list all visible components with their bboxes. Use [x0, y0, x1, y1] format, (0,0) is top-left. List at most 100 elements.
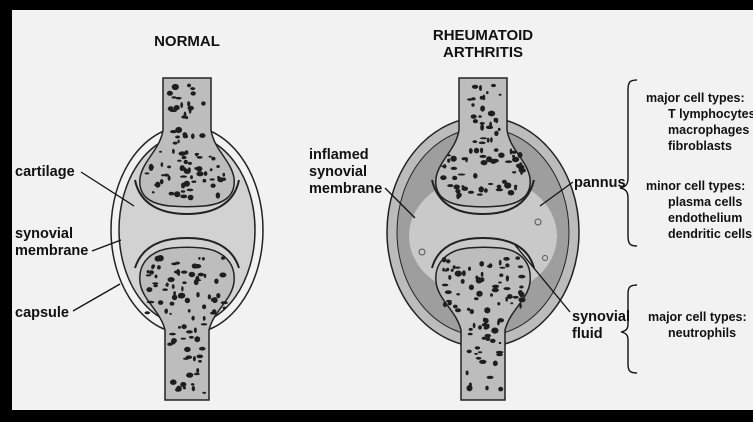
marrow-pore: [181, 338, 186, 340]
marrow-pore: [180, 102, 183, 108]
marrow-pore: [216, 165, 220, 168]
marrow-pore: [170, 379, 177, 385]
pannus-major-item: macrophages: [668, 123, 749, 137]
marrow-pore: [447, 159, 450, 163]
marrow-pore: [181, 286, 183, 291]
marrow-pore: [442, 284, 449, 287]
marrow-pore: [466, 371, 469, 376]
marrow-pore: [484, 318, 489, 324]
normal-heading: NORMAL: [154, 33, 220, 50]
marrow-pore: [473, 323, 476, 328]
marrow-pore: [169, 192, 175, 196]
marrow-pore: [461, 279, 465, 284]
marrow-pore: [481, 160, 488, 165]
marrow-pore: [210, 178, 215, 180]
marrow-pore: [177, 160, 181, 162]
marrow-pore: [188, 195, 194, 201]
marrow-pore: [223, 173, 226, 177]
marrow-pore: [487, 265, 492, 268]
marrow-pore: [177, 140, 179, 144]
marrow-pore: [499, 274, 503, 277]
marrow-pore: [149, 270, 154, 274]
marrow-pore: [155, 275, 158, 279]
marrow-pore: [208, 294, 211, 299]
marrow-pore: [491, 159, 499, 163]
marrow-pore: [514, 185, 517, 188]
marrow-pore: [172, 295, 177, 301]
marrow-pore: [189, 336, 194, 339]
ra-joint: [387, 78, 579, 400]
marrow-pore: [518, 265, 523, 268]
fluid-major-title: major cell types:: [648, 310, 747, 324]
marrow-pore: [216, 192, 220, 198]
marrow-pore: [180, 382, 186, 387]
marrow-pore: [467, 98, 473, 101]
marrow-pore: [479, 360, 486, 364]
marrow-pore: [442, 257, 447, 262]
marrow-pore: [201, 323, 208, 325]
marrow-pore: [196, 292, 199, 297]
pannus-label: pannus: [574, 175, 626, 191]
marrow-pore: [477, 193, 483, 195]
marrow-pore: [499, 267, 505, 269]
cartilage-label: cartilage: [15, 164, 75, 180]
marrow-pore: [211, 298, 217, 303]
marrow-pore: [518, 297, 525, 302]
marrow-pore: [168, 277, 175, 282]
marrow-pore: [440, 175, 446, 180]
marrow-pore: [461, 157, 468, 160]
marrow-pore: [190, 87, 195, 90]
marrow-pore: [180, 175, 187, 177]
marrow-pore: [469, 328, 473, 331]
marrow-pore: [516, 164, 522, 168]
marrow-pore: [503, 257, 509, 261]
marrow-pore: [508, 190, 515, 195]
marrow-pore: [162, 288, 168, 291]
marrow-pore: [484, 307, 490, 313]
marrow-pore: [219, 273, 226, 278]
marrow-pore: [515, 256, 520, 259]
marrow-pore: [222, 178, 226, 181]
marrow-pore: [478, 351, 482, 353]
normal-joint: [111, 78, 263, 400]
marrow-pore: [480, 106, 485, 112]
marrow-pore: [518, 152, 523, 158]
marrow-pore: [480, 277, 484, 282]
marrow-pore: [498, 153, 504, 158]
marrow-pore: [180, 195, 187, 199]
marrow-pore: [502, 180, 507, 184]
marrow-pore: [519, 303, 521, 309]
marrow-pore: [520, 169, 523, 175]
marrow-pore: [202, 392, 206, 394]
marrow-pore: [505, 263, 509, 267]
marrow-pore: [480, 122, 485, 125]
marrow-pore: [182, 156, 187, 159]
marrow-pore: [181, 271, 187, 274]
pannus-major-title: major cell types:: [646, 91, 745, 105]
marrow-pore: [199, 347, 206, 351]
marrow-pore: [188, 162, 192, 165]
marrow-pore: [189, 107, 192, 113]
marrow-pore: [476, 291, 482, 297]
marrow-pore: [504, 287, 511, 290]
synovial-membrane-label-line1: synovial: [15, 226, 73, 242]
marrow-pore: [467, 385, 473, 391]
marrow-pore: [171, 338, 177, 343]
marrow-pore: [519, 292, 524, 296]
marrow-pore: [174, 271, 178, 274]
marrow-pore: [455, 308, 461, 312]
marrow-pore: [497, 185, 502, 189]
pannus-minor-title: minor cell types:: [646, 179, 745, 193]
pannus-major-item: fibroblasts: [668, 139, 732, 153]
marrow-pore: [486, 156, 492, 162]
marrow-pore: [155, 256, 161, 262]
marrow-pore: [223, 307, 227, 310]
marrow-pore: [454, 178, 457, 180]
marrow-pore: [212, 309, 216, 313]
marrow-pore: [186, 373, 193, 378]
marrow-pore: [451, 269, 454, 272]
marrow-pore: [209, 156, 212, 158]
capsule-label: capsule: [15, 305, 69, 321]
marrow-pore: [181, 190, 186, 192]
marrow-pore: [221, 301, 228, 304]
